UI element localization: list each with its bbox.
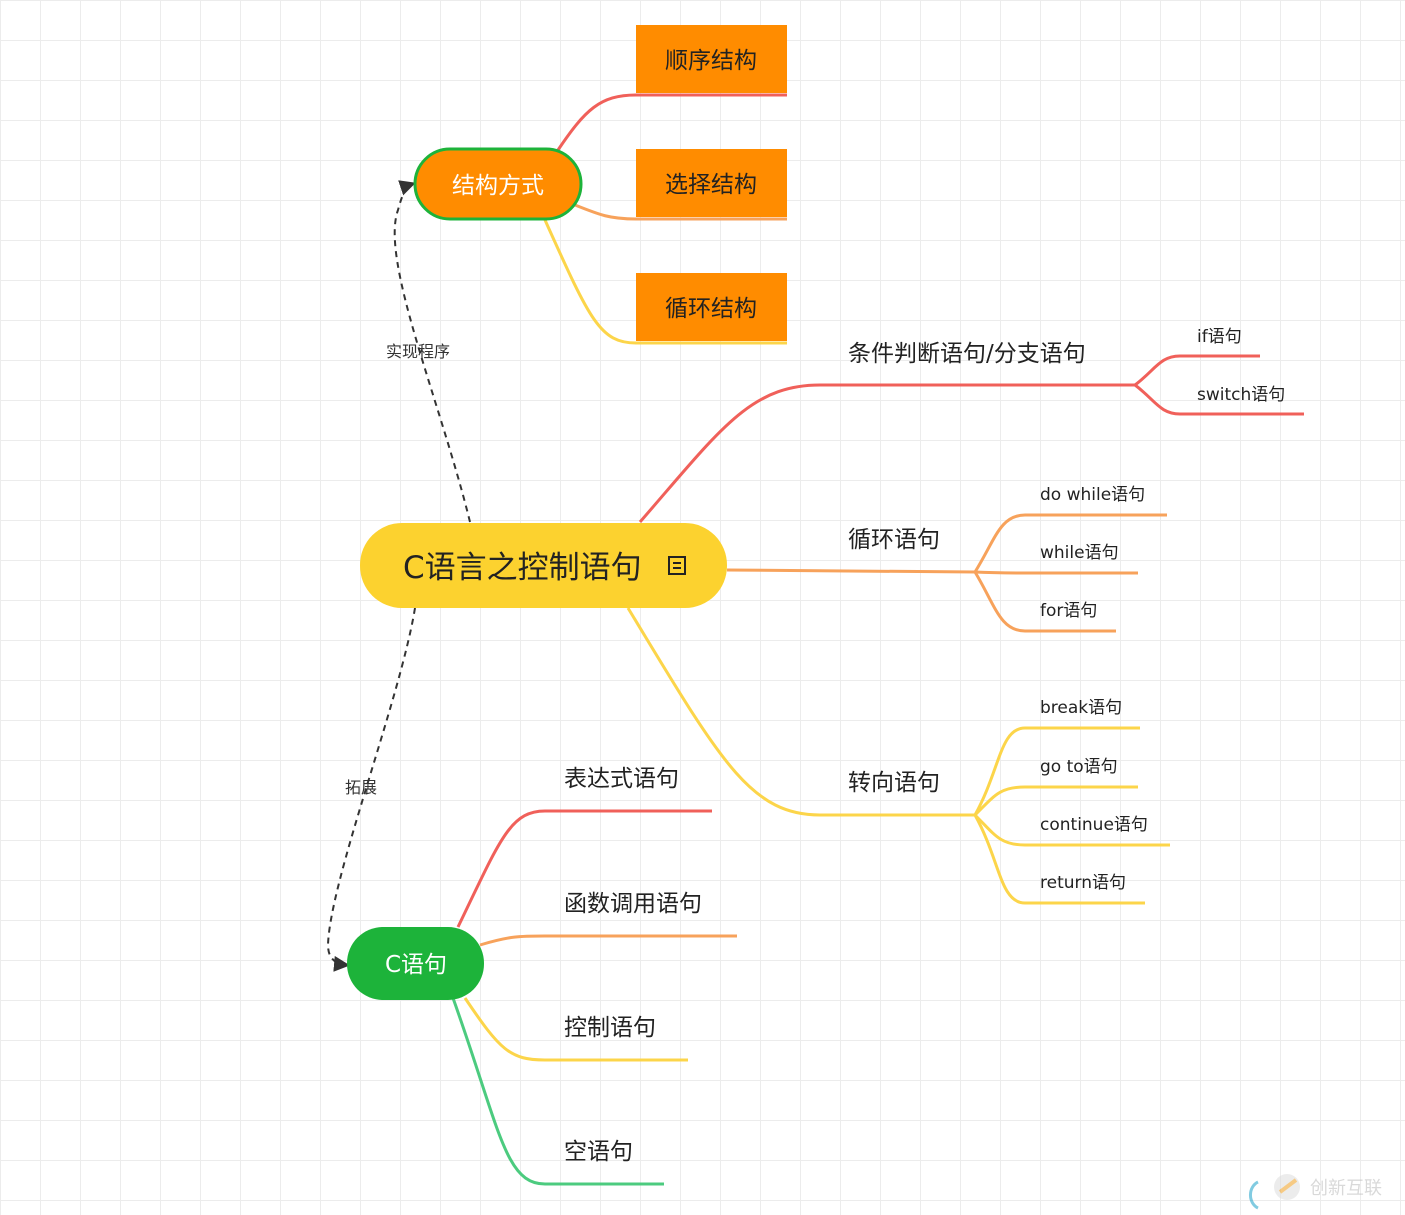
edge-c-2 xyxy=(479,934,737,947)
branch-1-child-1[interactable]: if语句 xyxy=(1197,327,1242,347)
edge-branch-2-child-1 xyxy=(973,513,1167,573)
branch-1-label[interactable]: 条件判断语句/分支语句 xyxy=(848,341,1086,367)
branch-3-child-4[interactable]: return语句 xyxy=(1040,873,1126,893)
branch-3-child-3[interactable]: continue语句 xyxy=(1040,815,1148,835)
edge-branch-3-child-4 xyxy=(973,814,1145,905)
edge-c-4 xyxy=(451,997,664,1186)
c-child-2[interactable]: 函数调用语句 xyxy=(564,891,702,917)
edge-branch-1-child-2 xyxy=(1134,383,1304,416)
edge-branch-2-child-2 xyxy=(974,570,1138,575)
branch-3-child-2[interactable]: go to语句 xyxy=(1040,757,1118,777)
c-child-3[interactable]: 控制语句 xyxy=(564,1015,656,1041)
branch-1-child-2[interactable]: switch语句 xyxy=(1197,385,1285,405)
svg-text:选择结构: 选择结构 xyxy=(665,172,757,198)
edge-branch-1-child-1 xyxy=(1134,354,1260,387)
svg-text:C语言之控制语句: C语言之控制语句 xyxy=(403,550,642,586)
edge-structure-2 xyxy=(574,203,787,221)
branch-2-child-1[interactable]: do while语句 xyxy=(1040,485,1145,505)
branch-2-label[interactable]: 循环语句 xyxy=(848,527,940,553)
relation-link-c-statement[interactable] xyxy=(326,607,416,972)
edge-branch-3-child-2 xyxy=(973,785,1138,817)
svg-text:创新互联: 创新互联 xyxy=(1310,1178,1382,1199)
branch-2-child-3[interactable]: for语句 xyxy=(1040,601,1097,621)
edge-c-1 xyxy=(456,809,712,928)
edge-branch-2 xyxy=(726,568,976,574)
structure-child-1[interactable]: 顺序结构 xyxy=(636,25,787,93)
relation-label-structure: 实现程序 xyxy=(386,342,450,361)
edge-structure-3 xyxy=(543,219,787,345)
structure-child-3[interactable]: 循环结构 xyxy=(636,273,787,341)
edge-branch-1 xyxy=(638,383,1135,523)
note-icon[interactable] xyxy=(668,556,686,575)
edge-branch-3 xyxy=(626,607,975,817)
svg-text:C语句: C语句 xyxy=(385,952,447,978)
edge-branch-3-child-1 xyxy=(973,726,1140,816)
relation-label-c-statement: 拓展 xyxy=(345,778,377,797)
svg-text:循环结构: 循环结构 xyxy=(665,296,757,322)
branch-3-label[interactable]: 转向语句 xyxy=(848,770,940,796)
c-child-4[interactable]: 空语句 xyxy=(564,1139,633,1165)
branch-2-child-2[interactable]: while语句 xyxy=(1040,543,1119,563)
branch-3-child-1[interactable]: break语句 xyxy=(1040,698,1122,718)
svg-text:顺序结构: 顺序结构 xyxy=(665,48,757,74)
svg-text:结构方式: 结构方式 xyxy=(452,173,544,199)
root-node[interactable]: C语言之控制语句 xyxy=(360,523,727,608)
edge-structure-1 xyxy=(556,93,787,151)
c-statement-node[interactable]: C语句 xyxy=(347,927,484,1000)
edge-branch-3-child-3 xyxy=(973,813,1170,847)
structure-node[interactable]: 结构方式 xyxy=(413,147,583,221)
structure-child-2[interactable]: 选择结构 xyxy=(636,149,787,217)
watermark-logo: 创新互联 xyxy=(1249,1174,1382,1210)
edge-branch-2-child-3 xyxy=(973,571,1116,633)
edge-c-3 xyxy=(463,997,688,1062)
c-child-1[interactable]: 表达式语句 xyxy=(564,766,679,792)
